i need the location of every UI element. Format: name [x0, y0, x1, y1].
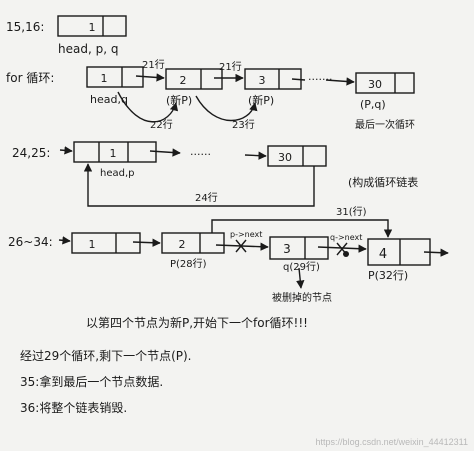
- pointer-dot: [343, 251, 349, 257]
- note-circular-list: (构成循环链表: [348, 175, 418, 189]
- for-node-2-value: 2: [180, 74, 187, 87]
- label-24-25: 24,25:: [12, 146, 50, 160]
- arrow-label-23: 23行: [232, 118, 255, 131]
- caption-head-p: head,p: [100, 168, 135, 179]
- del-node-2-value: 2: [179, 238, 186, 251]
- circ-node-1-value: 1: [110, 147, 117, 160]
- arrow-label-q-next: q->next: [330, 233, 362, 242]
- section-24-25: [59, 141, 327, 207]
- caption-p-28: P(28行): [170, 257, 207, 270]
- note-line-2: 经过29个循环,剩下一个节点(P).: [20, 349, 192, 363]
- node-1-box: [57, 15, 127, 37]
- circ-node-30: [267, 145, 327, 167]
- circ-ellipsis: ······: [190, 148, 211, 161]
- note-last-loop: 最后一次循环: [355, 118, 415, 131]
- for-ellipsis: ·······: [308, 73, 332, 86]
- del-node-4: [367, 238, 431, 266]
- del-node-1-value: 1: [89, 238, 96, 251]
- arrow-label-p-next: p->next: [230, 230, 262, 239]
- caption-p-32: P(32行): [368, 269, 408, 282]
- section-15-16: [57, 15, 127, 37]
- node-1-value: 1: [89, 21, 96, 34]
- caption-q-29: q(29行): [283, 260, 320, 273]
- del-node-3-value: 3: [283, 242, 291, 256]
- for-node-1: [86, 66, 144, 88]
- arrow-label-24: 24行: [195, 191, 218, 204]
- note-deleted-node: 被删掉的节点: [272, 291, 332, 304]
- del-node-4-value: 4: [379, 247, 387, 262]
- note-line-3: 35:拿到最后一个节点数据.: [20, 374, 163, 389]
- caption-new-p-3: (新P): [248, 93, 274, 107]
- note-line-1: 以第四个节点为新P,开始下一个for循环!!!: [86, 315, 308, 330]
- caption-head-q: head,q: [90, 93, 128, 106]
- caption-p-q-30: (P,q): [360, 98, 386, 111]
- for-node-2: [165, 68, 223, 90]
- label-26-34: 26~34:: [8, 235, 53, 249]
- label-15-16: 15,16:: [6, 20, 44, 34]
- del-node-2: [161, 232, 225, 254]
- arrow-label-31: 31(行): [336, 205, 367, 218]
- for-node-30-value: 30: [368, 78, 382, 91]
- label-for-loop: for 循环:: [6, 71, 54, 85]
- for-node-3-value: 3: [259, 74, 266, 87]
- for-node-30: [355, 72, 415, 94]
- arrow-label-21b: 21行: [219, 60, 242, 73]
- del-node-3: [269, 236, 329, 260]
- caption-head-p-q: head, p, q: [58, 42, 118, 56]
- caption-new-p-2: (新P): [166, 93, 192, 107]
- del-node-1: [71, 232, 141, 254]
- section-26-34: [58, 219, 449, 289]
- watermark: https://blog.csdn.net/weixin_44412311: [315, 437, 468, 447]
- circ-node-30-value: 30: [278, 151, 292, 164]
- for-node-1-value: 1: [101, 72, 108, 85]
- arrow-label-22: 22行: [150, 118, 173, 131]
- section-for-loop: [86, 66, 415, 123]
- note-line-4: 36:将整个链表销毁.: [20, 400, 127, 415]
- arrow-label-21a: 21行: [142, 58, 165, 71]
